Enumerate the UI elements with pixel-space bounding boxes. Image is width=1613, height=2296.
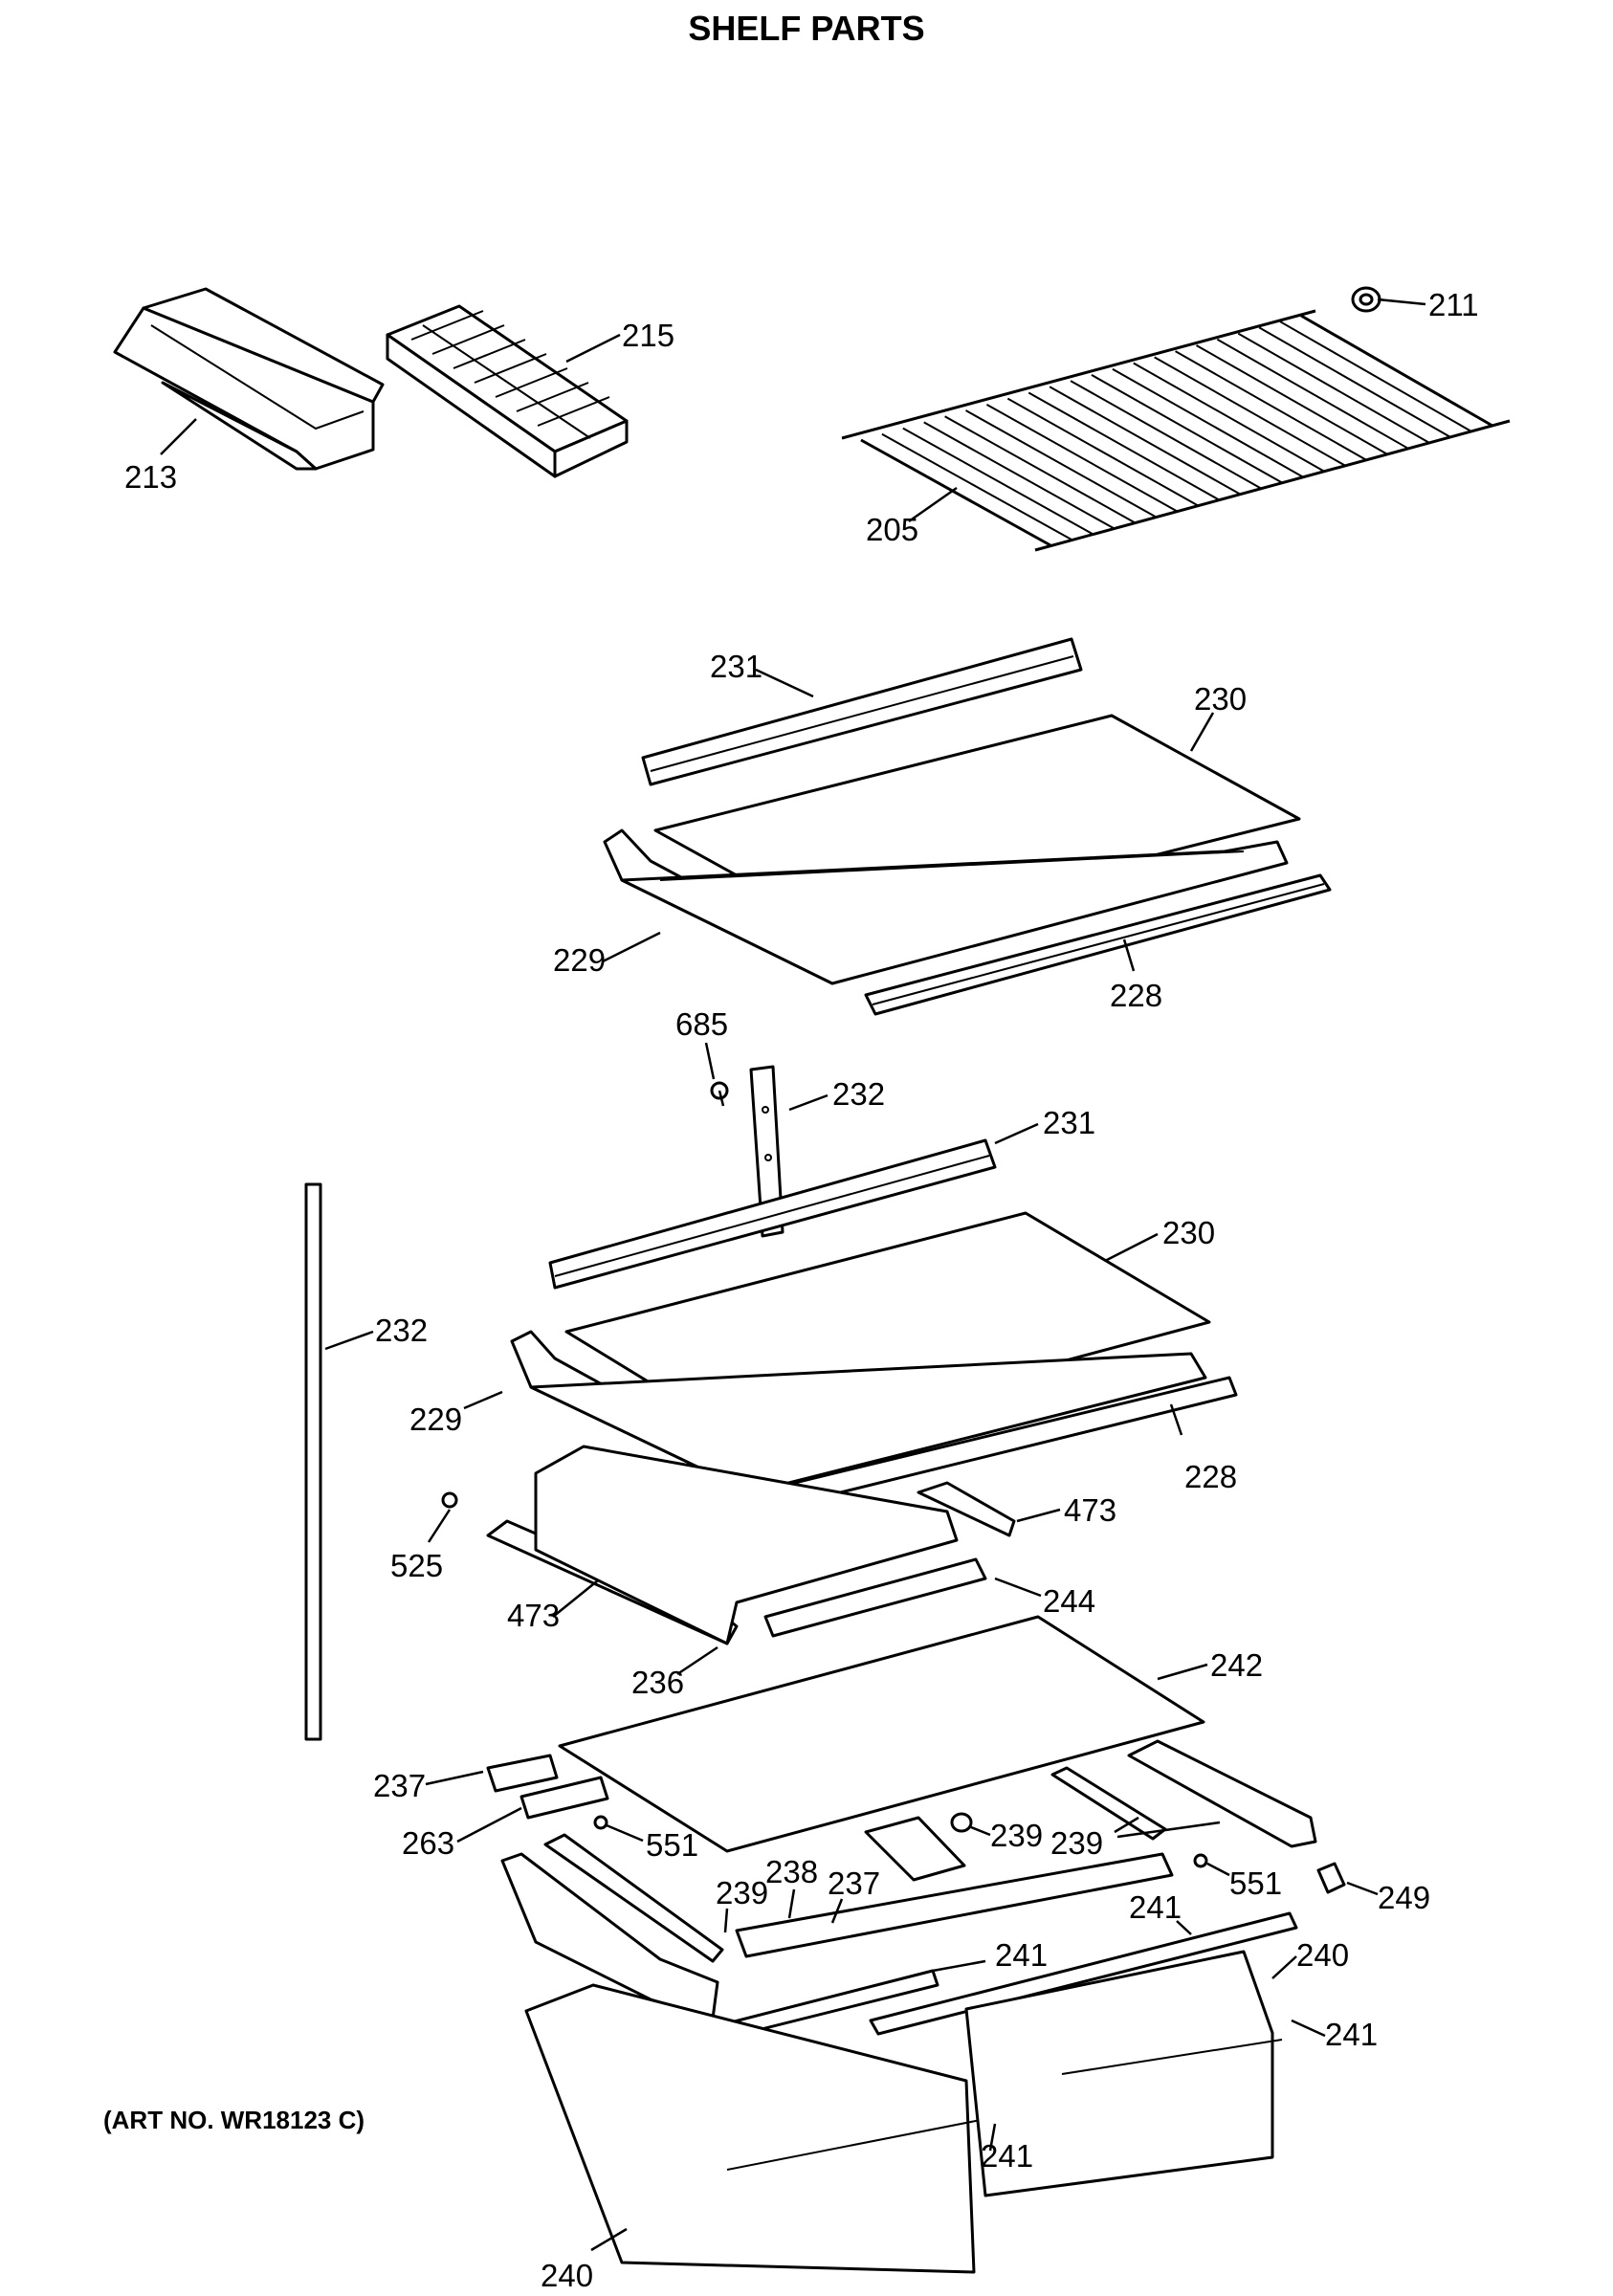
part-242-crisper-glass [558,1615,1205,1853]
wire-rod [985,403,1178,513]
wire-rod [860,439,1051,546]
part-237-front-rail [735,1852,1174,1958]
callout-249: 249 [1378,1880,1430,1915]
callout-244: 244 [1043,1583,1095,1619]
callout-labels: 211 215 213 205 231 230 229 228 685 232 … [124,287,1479,2293]
callout-228-upper: 228 [1110,978,1162,1013]
callout-237-front: 237 [828,1866,880,1901]
wire-rod [965,409,1157,519]
callout-215: 215 [622,318,674,353]
callout-230-lower: 230 [1162,1215,1215,1250]
part-685-screw [710,1081,729,1107]
part-525-screw [441,1491,458,1509]
callout-238: 238 [765,1854,818,1889]
callout-525: 525 [390,1548,443,1583]
part-215-ice-tray [386,304,629,478]
leader-lines [160,298,1426,2252]
wire-rod [1027,391,1220,501]
part-241-handle-right [869,1911,1298,2036]
callout-473-left: 473 [507,1598,560,1633]
callout-263: 263 [402,1825,454,1861]
wire-rod [1070,380,1262,490]
callout-473-right: 473 [1064,1492,1116,1528]
part-239-center-support [864,1812,973,1882]
callout-241-top-right: 241 [1129,1889,1182,1925]
wire-rod [1133,362,1325,473]
callout-551-left: 551 [646,1827,698,1863]
callout-230-upper: 230 [1194,681,1247,717]
wire-rod [1049,386,1241,496]
callout-213: 213 [124,459,177,495]
callout-231-upper: 231 [710,649,762,684]
part-240-crisper-drawer-left [524,1983,986,2274]
part-240-crisper-drawer-right [964,1950,1283,2197]
part-229-frame-lower [510,1330,1207,1494]
callout-240-left: 240 [541,2258,593,2293]
wire-rod [1154,356,1346,467]
part-232-rail-long [304,1182,322,1741]
wire-rod [1175,350,1367,461]
part-244-trim [763,1557,987,1638]
callout-236: 236 [631,1665,684,1700]
part-249-clip [1316,1862,1346,1894]
wire-rod [1237,332,1430,444]
callout-241-bottom: 241 [981,2138,1033,2174]
callout-239-left: 239 [716,1875,768,1910]
wire-rod [1279,320,1472,432]
part-229-frame-upper [603,828,1289,985]
wire-rod [1258,326,1451,438]
wire-rod [881,432,1072,541]
wire-rod [1195,344,1388,455]
part-551-screw-right [1193,1853,1208,1868]
callout-228-lower: 228 [1184,1459,1237,1494]
callout-551-right: 551 [1229,1866,1282,1901]
wire-rod [1006,397,1199,507]
part-231-front-trim-lower [548,1138,997,1290]
wire-rod [902,427,1094,535]
wire-rod [1300,315,1493,427]
part-right-crisper-frame [1127,1739,1317,1848]
callout-241-right: 241 [1325,2017,1378,2052]
part-473-slide-right [917,1481,1016,1537]
callout-229-upper: 229 [553,942,606,978]
callout-229-lower: 229 [409,1402,462,1437]
part-236-pan-frame [534,1445,959,1645]
part-551-screw-left [593,1815,608,1830]
callout-231-lower: 231 [1043,1105,1095,1140]
part-237-left-support [486,1754,559,1793]
wire-rod [944,415,1136,524]
callout-211: 211 [1428,287,1479,322]
callout-239-right: 239 [1050,1825,1103,1861]
callout-239-center: 239 [990,1818,1043,1853]
wire-rod [1112,367,1304,478]
callout-237-left: 237 [373,1768,426,1803]
wire-rod [923,421,1115,530]
callout-232-short: 232 [832,1076,885,1112]
callout-241-center: 241 [995,1937,1048,1973]
part-263-channel [519,1776,609,1820]
callout-240-right: 240 [1296,1937,1349,1973]
callout-685: 685 [675,1006,728,1042]
diagram-title: SHELF PARTS [688,9,924,48]
wire-rod [1091,374,1283,484]
callout-205: 205 [866,512,918,547]
part-left-crisper-bracket [500,1833,724,2020]
part-205-wire-shelf [841,309,1511,552]
part-211-cap [1351,286,1381,313]
part-228-rear-trim-upper [864,873,1332,1016]
part-213-door-bin [113,287,385,471]
wire-rod [1216,338,1409,450]
part-231-front-trim-upper [641,637,1083,786]
callout-232-long: 232 [375,1313,428,1348]
callout-242: 242 [1210,1647,1263,1683]
art-number: (ART NO. WR18123 C) [103,2106,365,2134]
